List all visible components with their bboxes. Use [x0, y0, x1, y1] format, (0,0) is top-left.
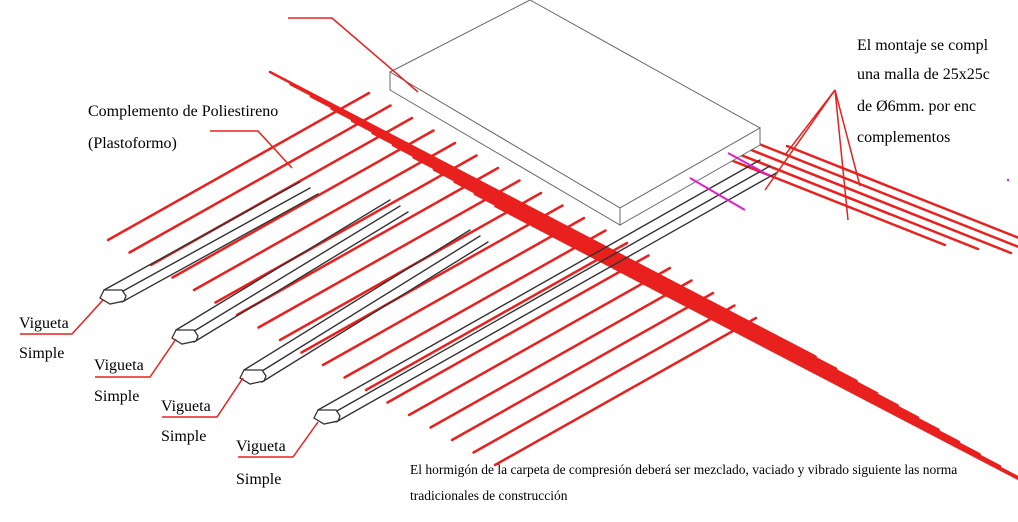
joist-edge-bottom	[194, 212, 408, 342]
montaje-note-line1: El montaje se compl	[857, 31, 1017, 60]
rebar-bar-b	[194, 143, 455, 290]
leader-malla-2	[785, 90, 835, 155]
joist	[240, 230, 488, 384]
joist-edge-top	[176, 200, 390, 330]
joist	[100, 182, 318, 304]
vigueta-label-2: Vigueta	[94, 358, 144, 374]
vigueta-label-3: Vigueta	[161, 399, 211, 415]
rebar-bar-right	[721, 138, 1011, 253]
montaje-note-line2: una malla de 25x25c	[857, 60, 1017, 89]
rebar-bar-b	[388, 256, 649, 403]
joist-section-icon	[100, 290, 126, 304]
joist-section-icon	[314, 410, 340, 424]
hormigon-note-line2: tradicionales de construcción	[410, 482, 567, 509]
rebar-bar-b	[431, 281, 692, 428]
joist	[172, 200, 408, 344]
rebar-bar-b	[345, 231, 606, 378]
vigueta-label-1: Vigueta	[19, 316, 69, 332]
leader-malla-1	[765, 90, 835, 190]
montaje-note-line4: complementos	[857, 123, 1017, 152]
joist-edge-top	[104, 182, 300, 290]
rebar-bar-b	[452, 293, 713, 440]
rebar-bar-b	[130, 106, 391, 253]
hormigon-note-line1: El hormigón de la carpeta de compresión …	[410, 456, 1017, 483]
simple-label-4: Simple	[236, 472, 281, 488]
simple-label-3: Simple	[161, 429, 206, 445]
joist-edge-mid	[328, 166, 770, 416]
simple-label-1: Simple	[19, 346, 64, 362]
rebar-bar-b	[409, 268, 670, 415]
rebar-bar-b	[259, 181, 520, 328]
joist-edge-mid	[254, 236, 480, 376]
simple-label-2: Simple	[94, 389, 139, 405]
rebar-bar-b	[495, 318, 756, 465]
montaje-note-line3: de Ø6mm. por enc	[857, 92, 1017, 121]
rebar-bar-b	[366, 243, 627, 390]
complemento-label-line1: Complemento de Poliestireno	[88, 104, 278, 120]
rebar-bar-b	[302, 206, 563, 353]
magenta-mark	[690, 178, 745, 210]
leader-malla-4	[835, 90, 848, 220]
vigueta-label-4: Vigueta	[236, 439, 286, 455]
joist-edge-top	[318, 160, 760, 410]
joist-section-icon	[240, 370, 266, 384]
rebar-bar-right	[787, 146, 1018, 261]
rebar-bar-b	[474, 306, 735, 453]
complemento-label-line2: (Plastoformo)	[88, 136, 177, 152]
magenta-dot	[1007, 179, 1009, 181]
rebar-bar-b	[173, 131, 434, 278]
leader-complemento	[210, 131, 292, 168]
joist	[314, 160, 778, 424]
joist-section-icon	[172, 330, 198, 344]
